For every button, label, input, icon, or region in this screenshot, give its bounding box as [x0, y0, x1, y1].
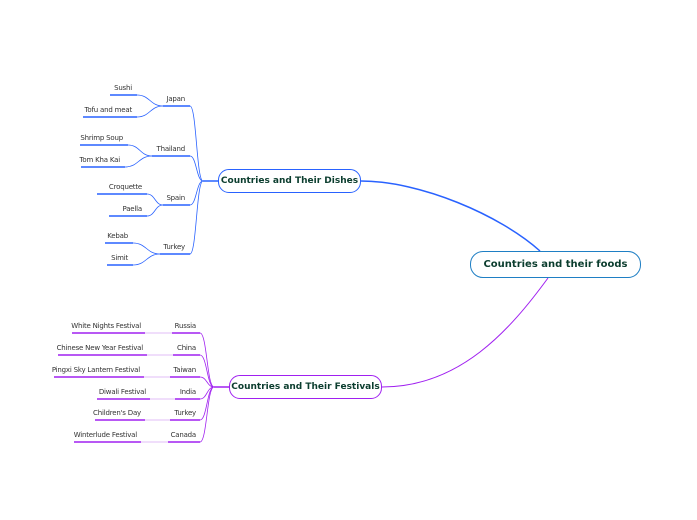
dish-item[interactable]: Simit — [111, 254, 129, 262]
dish-country-thailand[interactable]: Thailand — [156, 145, 186, 153]
dish-country-spain[interactable]: Spain — [166, 194, 185, 202]
festival-item[interactable]: Diwali Festival — [99, 388, 147, 396]
dish-connector — [146, 204, 164, 217]
dish-item[interactable]: Paella — [123, 205, 143, 213]
festival-country-china[interactable]: China — [177, 344, 196, 352]
country-connector — [199, 354, 215, 388]
dish-connector — [127, 144, 153, 157]
dish-country-japan[interactable]: Japan — [165, 95, 185, 103]
festival-country-turkey[interactable]: Turkey — [173, 409, 196, 417]
country-connector — [199, 386, 215, 443]
festivals-node[interactable]: Countries and Their Festivals — [229, 375, 382, 399]
country-connector — [189, 155, 204, 182]
dishes-node[interactable]: Countries and Their Dishes — [218, 169, 361, 193]
dish-connector — [124, 155, 153, 168]
dish-connector — [132, 253, 161, 266]
dish-connector — [136, 105, 164, 118]
dish-connector — [132, 242, 161, 255]
dish-item[interactable]: Croquette — [109, 183, 142, 191]
root-label: Countries and their foods — [483, 259, 628, 270]
dishes-label: Countries and Their Dishes — [220, 176, 359, 186]
country-connector — [189, 180, 204, 255]
festival-country-canada[interactable]: Canada — [171, 431, 197, 439]
dish-item[interactable]: Sushi — [114, 84, 132, 92]
festival-country-india[interactable]: India — [180, 388, 196, 396]
festival-item[interactable]: Pingxi Sky Lantern Festival — [52, 366, 141, 374]
festival-item[interactable]: Children's Day — [93, 409, 141, 417]
dish-country-turkey[interactable]: Turkey — [162, 243, 185, 251]
root-node[interactable]: Countries and their foods — [470, 251, 641, 278]
dish-connector — [136, 94, 164, 107]
country-connector — [199, 376, 215, 388]
country-connector — [199, 332, 215, 388]
festivals-branch — [381, 277, 549, 388]
festival-item[interactable]: White Nights Festival — [71, 322, 141, 330]
festivals-label: Countries and Their Festivals — [231, 382, 380, 392]
festival-item[interactable]: Chinese New Year Festival — [57, 344, 144, 352]
dish-item[interactable]: Kebab — [107, 232, 129, 240]
dish-item[interactable]: Shrimp Soup — [80, 134, 124, 142]
festival-item[interactable]: Winterlude Festival — [74, 431, 138, 439]
dish-item[interactable]: Tom Kha Kai — [79, 156, 121, 164]
dish-connector — [146, 193, 164, 206]
dishes-branch — [360, 180, 541, 252]
festival-country-russia[interactable]: Russia — [175, 322, 197, 330]
country-connector — [189, 105, 204, 182]
dish-item[interactable]: Tofu and meat — [84, 106, 133, 114]
festival-country-taiwan[interactable]: Taiwan — [172, 366, 196, 374]
